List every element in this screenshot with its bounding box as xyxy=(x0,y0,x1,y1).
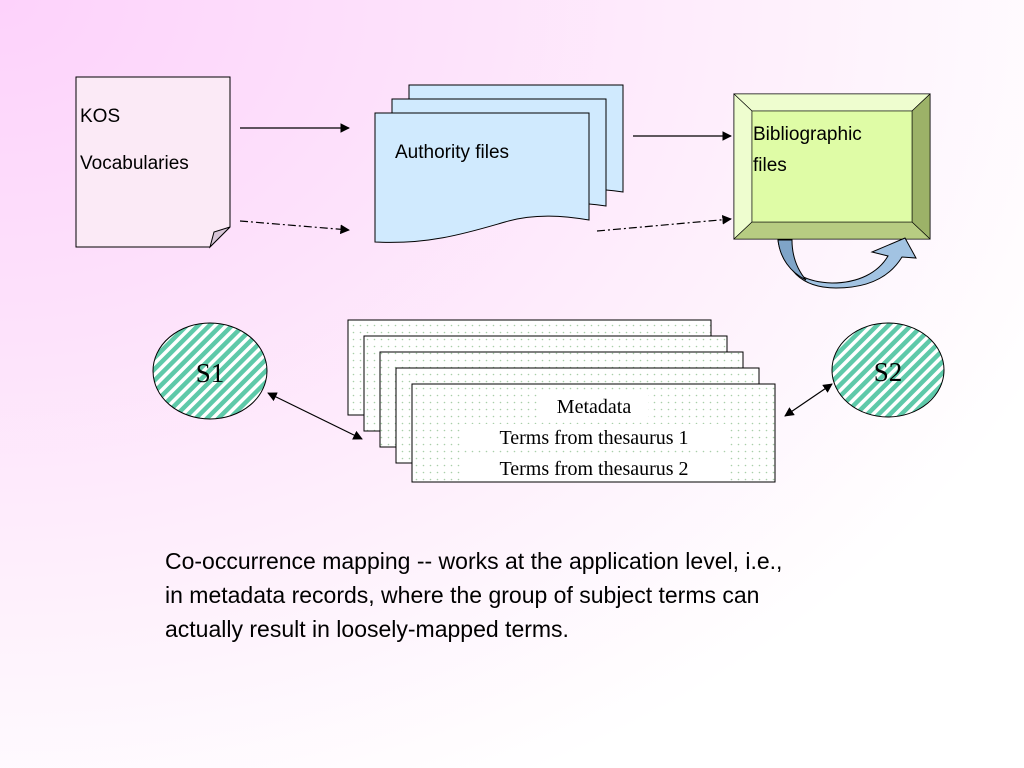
thesaurus-1-terms: Terms from thesaurus 1 xyxy=(499,427,688,449)
bibliographic-files-node: Bibliographic files xyxy=(733,93,931,240)
caption-text: Co-occurrence mapping -- works at the ap… xyxy=(165,544,965,646)
curved-feedback-arrow xyxy=(777,237,917,289)
caption-line-3: actually result in loosely-mapped terms. xyxy=(165,616,569,642)
metadata-records-stack: Metadata Terms from thesaurus 1 Terms fr… xyxy=(347,319,776,483)
caption-line-2: in metadata records, where the group of … xyxy=(165,582,760,608)
files-label: files xyxy=(753,155,787,176)
arrow-records-to-s2 xyxy=(784,383,833,417)
vocabularies-label: Vocabularies xyxy=(80,153,189,174)
s2-node: S2 xyxy=(831,322,945,418)
authority-files-node: Authority files xyxy=(374,84,624,243)
bibliographic-label: Bibliographic xyxy=(753,124,862,145)
kos-label: KOS xyxy=(80,106,120,127)
kos-vocabularies-node: KOS Vocabularies xyxy=(75,76,231,249)
arrow-s1-to-records xyxy=(267,392,363,440)
thesaurus-2-terms: Terms from thesaurus 2 xyxy=(499,458,688,480)
arrow-authority-to-bibliographic-dashed xyxy=(596,214,732,232)
s1-node: S1 xyxy=(152,322,268,420)
s1-label: S1 xyxy=(196,358,225,388)
authority-files-label: Authority files xyxy=(395,142,509,163)
caption-line-1: Co-occurrence mapping -- works at the ap… xyxy=(165,548,783,574)
metadata-title: Metadata xyxy=(557,396,632,418)
metadata-record-front-text: Metadata Terms from thesaurus 1 Terms fr… xyxy=(462,393,726,481)
s2-label: S2 xyxy=(874,357,903,387)
arrow-kos-to-authority-dashed xyxy=(239,220,350,235)
